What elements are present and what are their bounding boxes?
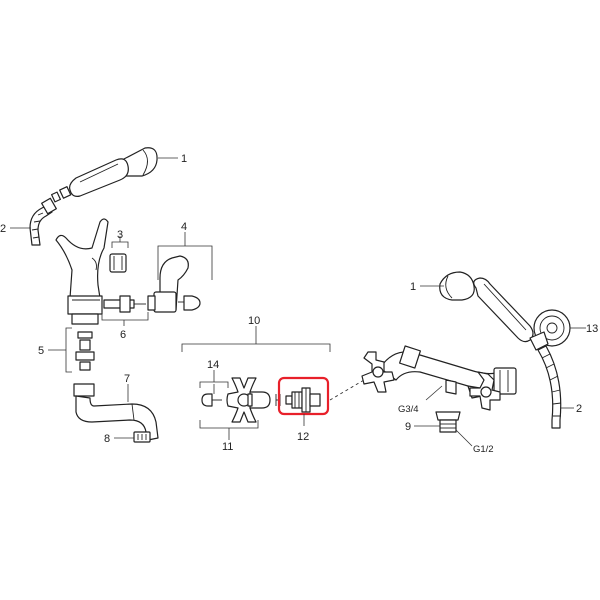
connector-stack-part	[48, 327, 95, 373]
valve-group-bracket	[181, 326, 331, 352]
screw-part	[199, 370, 229, 407]
label-part-10: 10	[248, 315, 260, 327]
mixer-cross-handle-right	[469, 371, 501, 411]
mixer-cross-handle-left	[361, 351, 395, 393]
spout-part	[73, 383, 159, 441]
diverter-body	[55, 218, 109, 325]
alignment-dashed-line	[329, 379, 365, 401]
eccentric-connector-part	[414, 411, 473, 447]
label-part-14: 14	[207, 359, 219, 371]
label-part-1-right: 1	[410, 281, 416, 293]
lever-handle-part	[147, 232, 213, 313]
label-part-3: 3	[117, 229, 123, 241]
label-part-5: 5	[38, 345, 44, 357]
label-part-2-left: 2	[0, 223, 6, 235]
hand-shower-part-right	[420, 271, 534, 343]
label-part-7: 7	[124, 373, 130, 385]
label-part-13: 13	[586, 323, 598, 335]
label-part-4: 4	[181, 221, 187, 233]
label-part-9: 9	[405, 421, 411, 433]
label-part-11: 11	[222, 441, 233, 453]
highlight-box	[277, 376, 330, 416]
wall-bracket-part	[529, 309, 586, 351]
hand-shower-part-top	[50, 147, 178, 203]
label-part-8: 8	[104, 433, 110, 445]
label-part-2-right: 2	[576, 403, 582, 415]
headwork-cartridge-part	[285, 387, 321, 413]
mixer-body	[379, 345, 517, 399]
label-part-12: 12	[297, 431, 309, 443]
aerator-part	[114, 431, 151, 443]
label-thread-g34: G3/4	[398, 404, 419, 415]
hose-end-part-left	[10, 197, 57, 246]
label-thread-g12: G1/2	[473, 444, 494, 455]
label-part-1-top: 1	[181, 153, 187, 165]
label-part-6: 6	[120, 329, 126, 341]
diverter-spindle-part	[101, 295, 149, 326]
hose-part-right	[537, 345, 574, 429]
cross-handle-part	[199, 377, 262, 440]
nut-part	[109, 236, 129, 273]
shroud-cap-part	[247, 391, 271, 409]
